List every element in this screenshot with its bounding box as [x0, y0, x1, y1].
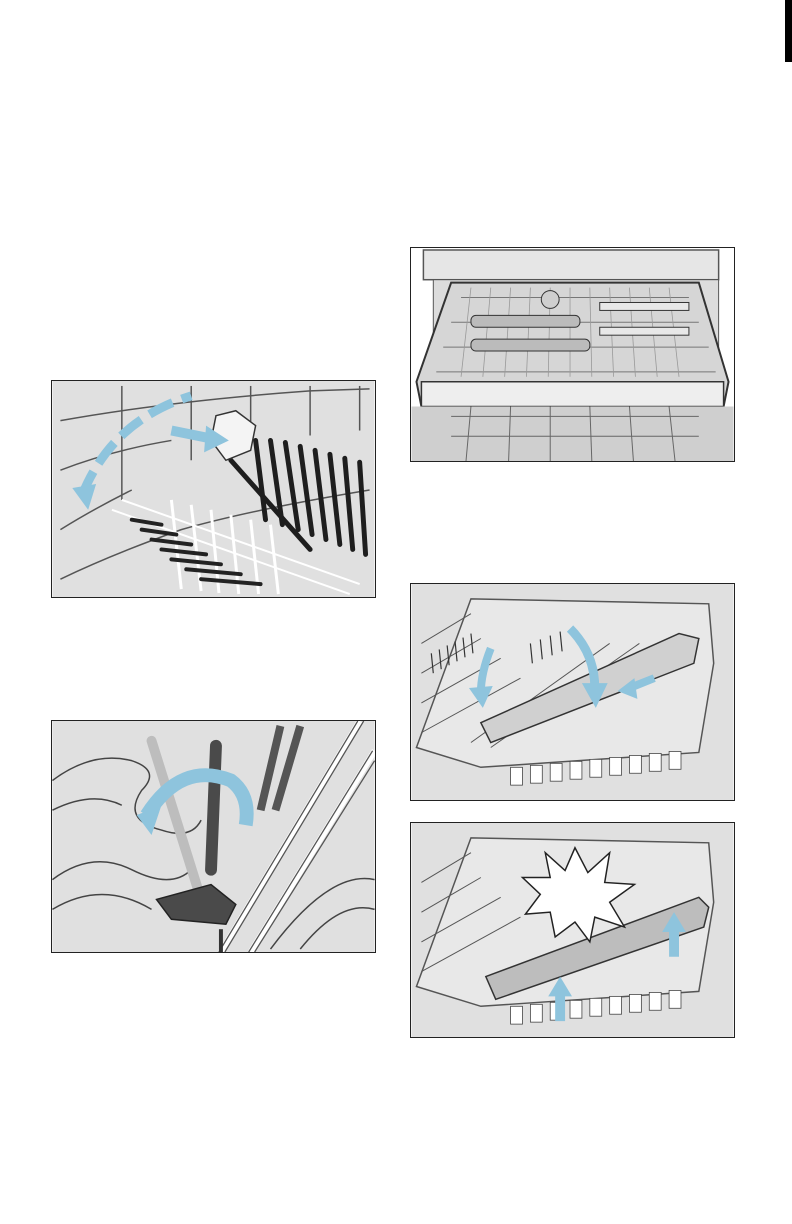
figure-third-rack-insert-lowering: [410, 583, 735, 801]
tine-latch-illustration: [52, 721, 375, 952]
figure-tine-latch: [51, 720, 376, 953]
third-rack-cutlery-illustration: [411, 248, 734, 461]
figure-rack-tines-fold: [51, 380, 376, 598]
insert-click-illustration: [411, 823, 734, 1037]
figure-third-rack-insert-click: [410, 822, 735, 1038]
rack-tines-illustration: [52, 381, 375, 597]
insert-lowering-illustration: [411, 584, 734, 800]
page-edge-tab-marker: [785, 0, 792, 62]
figure-third-rack-cutlery: [410, 247, 735, 462]
